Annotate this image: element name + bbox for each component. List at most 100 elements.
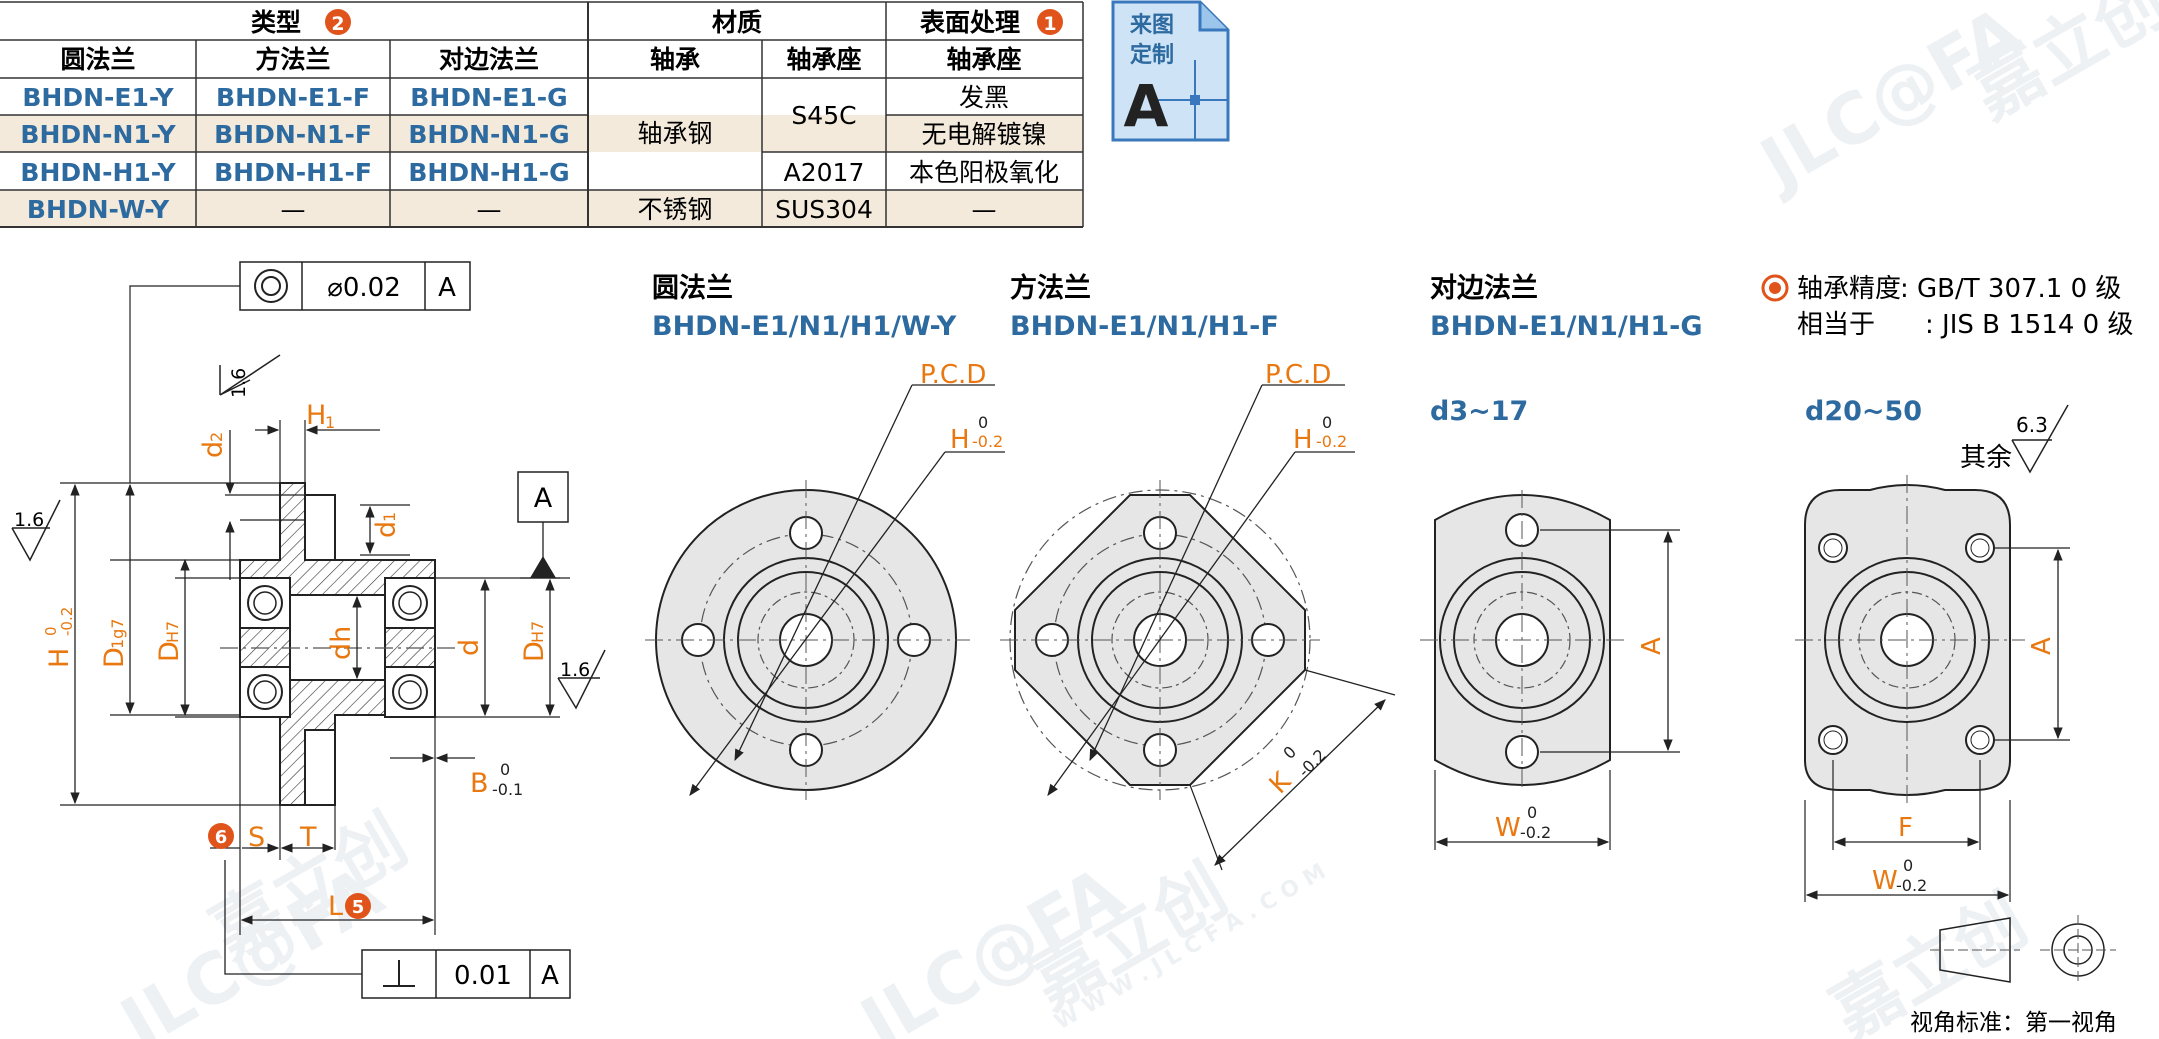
surface-treatment: —: [972, 195, 997, 224]
label-H1-sub: 1: [325, 413, 335, 432]
opposite-flange-small-view: 对边法兰 BHDN-E1/N1/H1-G d3~17 A W 0 -0.2: [1420, 273, 1702, 850]
perpendicularity-icon: [383, 960, 415, 987]
round-models: BHDN-E1/N1/H1/W-Y: [652, 311, 957, 342]
square-K: K: [1264, 766, 1298, 800]
label-d2: d: [198, 441, 229, 458]
label-d: d: [454, 639, 485, 656]
housing-material-a2017: A2017: [784, 158, 865, 187]
concentricity-frame: ⌀0.02 A: [129, 261, 471, 311]
bearing-bottom-left: [239, 666, 291, 718]
accuracy-note: 轴承精度 : GB/T 307.1 0 级 相当于 : JIS B 1514 0…: [1761, 274, 2133, 340]
badge-letter: A: [1124, 72, 1169, 140]
roughness-right-value: 1.6: [560, 659, 590, 681]
accuracy-line2-label: 相当于: [1797, 310, 1875, 340]
square-H-tol-lower: -0.2: [1316, 432, 1347, 451]
subheader-housing: 轴承座: [786, 45, 861, 74]
range-large: d20~50: [1805, 396, 1922, 427]
table-cell: BHDN-N1-F: [214, 120, 372, 149]
round-flange-view: 圆法兰 BHDN-E1/N1/H1/W-Y P.C.D H 0 -0.2: [645, 273, 1005, 800]
concentricity-value: ⌀0.02: [327, 273, 401, 303]
table-cell: BHDN-H1-G: [408, 158, 569, 187]
large-W-tol-lower: -0.2: [1896, 876, 1927, 895]
label-B-tol-lower: -0.1: [492, 780, 523, 799]
spec-table: 类型 2 材质 表面处理 1 圆法兰 方法兰 对边法兰 轴承 轴承座 轴承座 B…: [0, 0, 1084, 228]
custom-drawing-badge[interactable]: 来图 定制 A: [1111, 0, 1230, 142]
projection-label: 视角标准：第一视角: [1910, 1010, 2117, 1036]
label-B: B: [470, 768, 489, 799]
badge-type-text: 2: [331, 13, 344, 35]
label-B-tol-upper: 0: [500, 760, 510, 779]
table-cell: BHDN-H1-Y: [20, 158, 176, 187]
accuracy-line1-value: : GB/T 307.1 0 级: [1900, 274, 2121, 304]
label-DH7-left-sub: H7: [163, 621, 182, 643]
square-pcd: P.C.D: [1265, 360, 1331, 390]
table-cell: BHDN-E1-F: [216, 83, 370, 112]
label-D1g7: D: [99, 647, 130, 668]
round-title: 圆法兰: [652, 273, 733, 304]
table-cell: BHDN-E1-Y: [22, 83, 174, 112]
perpendicularity-value: 0.01: [454, 961, 512, 991]
bearing-material: 轴承钢: [637, 119, 712, 148]
table-cell: —: [281, 195, 306, 224]
label-L: L: [328, 891, 343, 922]
badge-line2: 定制: [1130, 42, 1174, 68]
table-cell: BHDN-N1-G: [408, 120, 569, 149]
label-d1-sub: 1: [380, 512, 399, 522]
housing-material-s45c: S45C: [791, 101, 856, 130]
label-DH7-left: D: [154, 641, 185, 662]
subheader-housing-surface: 轴承座: [946, 45, 1021, 74]
badge-line1: 来图: [1129, 13, 1174, 38]
table-cell: BHDN-N1-Y: [20, 120, 176, 149]
datum-a-letter: A: [534, 483, 553, 514]
square-models: BHDN-E1/N1/H1-F: [1010, 311, 1279, 342]
table-cell: BHDN-W-Y: [27, 195, 170, 224]
projection-symbol: 视角标准：第一视角: [1910, 915, 2117, 1036]
square-K-tol-lower: -0.2: [1294, 745, 1330, 781]
header-surface: 表面处理: [920, 8, 1020, 37]
badge-type: [325, 9, 351, 35]
roughness-symbol-right: [557, 649, 606, 710]
accuracy-line2-value: : JIS B 1514 0 级: [1925, 310, 2133, 340]
roughness-symbol-left: [11, 499, 61, 562]
roughness-rest: 其余 6.3: [1960, 404, 2069, 474]
perpendicularity-frame: 0.01 A: [224, 860, 571, 999]
badge-L-text: 5: [352, 897, 365, 918]
square-H-tol-upper: 0: [1322, 413, 1332, 432]
table-cell: —: [477, 195, 502, 224]
subheader-opposite: 对边法兰: [439, 45, 539, 74]
concentricity-datum: A: [438, 273, 456, 303]
label-DH7-right-sub: H7: [528, 621, 547, 643]
table-cell: BHDN-H1-F: [214, 158, 372, 187]
subheader-round: 圆法兰: [60, 45, 135, 74]
round-H-tol-upper: 0: [978, 413, 988, 432]
datum-a-box: A: [517, 471, 570, 579]
badge-L: [345, 893, 371, 919]
opposite-models: BHDN-E1/N1/H1-G: [1430, 311, 1702, 342]
roughness-top-value: 1.6: [228, 368, 250, 398]
section-view: H 0 -0.2 D 1g7 D H7 D H7 d dh d 1 d 2 H …: [11, 261, 606, 999]
large-W-tol-upper: 0: [1903, 856, 1913, 875]
badge-S-text: 6: [215, 827, 228, 848]
label-H-tol-upper: 0: [42, 626, 60, 636]
opposite-W-tol-upper: 0: [1527, 803, 1537, 822]
datum-triangle-icon: [530, 556, 556, 578]
roughness-symbol-top: [219, 354, 281, 396]
label-d2-sub: 2: [207, 432, 226, 442]
square-title: 方法兰: [1010, 272, 1091, 304]
badge-surface-text: 1: [1043, 13, 1056, 35]
surface-treatment: 无电解镀镍: [921, 120, 1046, 149]
label-DH7-right: D: [519, 641, 550, 662]
opposite-W: W: [1495, 813, 1521, 843]
accuracy-line1-label: 轴承精度: [1797, 274, 1901, 304]
bearing-material-w: 不锈钢: [637, 195, 712, 224]
surface-treatment: 本色阳极氧化: [909, 158, 1059, 187]
label-D1g7-sub: 1g7: [108, 618, 127, 649]
bearing-bottom-right: [384, 666, 436, 718]
table-header-bg: [0, 0, 1083, 78]
subheader-square: 方法兰: [255, 45, 330, 74]
range-small: d3~17: [1430, 396, 1528, 427]
square-K-tol-upper: 0: [1279, 742, 1300, 763]
opposite-flange-large-view: d20~50 A F W 0 -0.2: [1795, 396, 2070, 902]
label-d1: d: [371, 521, 402, 538]
